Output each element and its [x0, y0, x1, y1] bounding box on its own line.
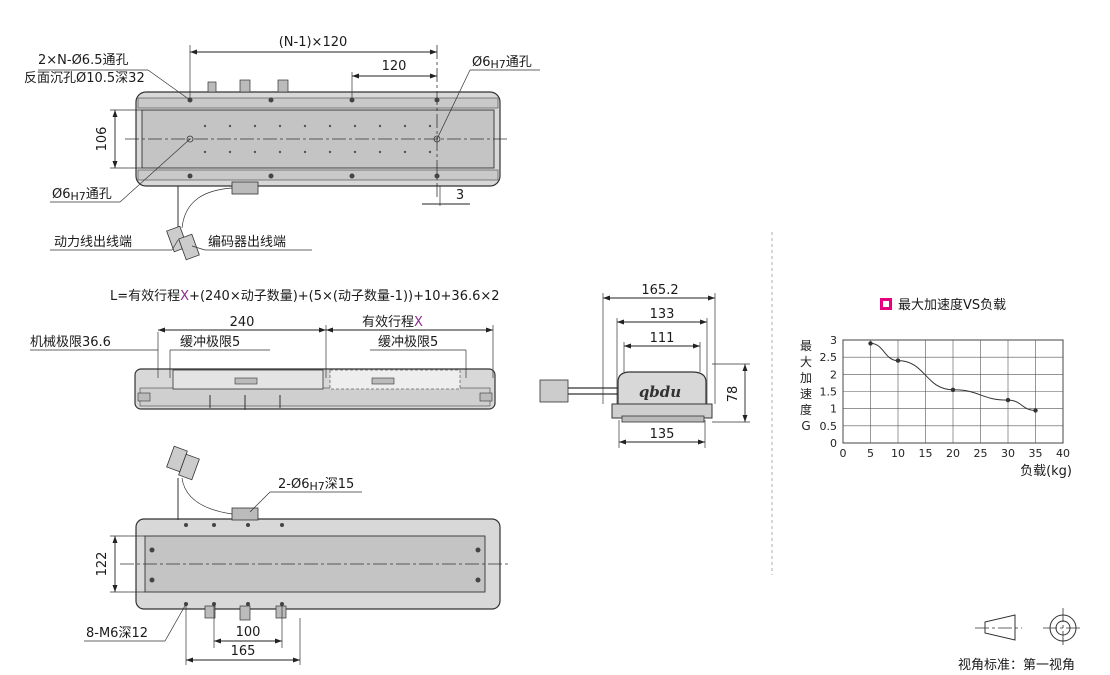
bottom-height-dimension: 122: [95, 552, 110, 577]
data-point: [868, 341, 873, 346]
pin-hole-callout-left: Ø6H7通孔: [52, 187, 112, 203]
hole-callout-line2: 反面沉孔Ø10.5深32: [24, 71, 145, 86]
ylabel-char: G: [801, 419, 810, 433]
top-cable-connectors: [166, 225, 200, 261]
x-tick-label: 30: [1001, 447, 1015, 460]
x-tick-label: 20: [946, 447, 960, 460]
end-width-total: 165.2: [641, 283, 678, 298]
pitch-dimension: (N-1)×120: [279, 35, 348, 50]
data-point: [1033, 408, 1038, 413]
y-tick-label: 0.5: [820, 420, 838, 433]
x-tick-label: 35: [1029, 447, 1043, 460]
data-point: [895, 358, 901, 363]
x-tick-label: 15: [919, 447, 933, 460]
stroke-label: 有效行程X: [362, 315, 423, 330]
projection-symbol: 视角标准：第一视角: [958, 608, 1083, 673]
x-tick-label: 40: [1056, 447, 1070, 460]
ylabel-char: 速: [800, 387, 812, 401]
top-view: 2×N-Ø6.5通孔 反面沉孔Ø10.5深32 (N-1)×120 120 Ø6…: [24, 35, 540, 261]
ylabel-char: 度: [800, 402, 812, 417]
buffer-right-label: 缓冲极限5: [378, 335, 438, 350]
x-tick-label: 5: [867, 447, 874, 460]
encoder-cable-label: 编码器出线端: [208, 235, 286, 250]
data-point: [950, 387, 956, 392]
power-cable-label: 动力线出线端: [54, 235, 132, 250]
chart-title: 最大加速度VS负载: [898, 297, 1006, 313]
hole-callout-line1: 2×N-Ø6.5通孔: [38, 53, 129, 68]
end-height: 78: [726, 386, 741, 403]
end-width-inner: 111: [650, 331, 675, 346]
mover-dimension: 240: [230, 315, 255, 330]
chart-xlabel: 负载(kg): [1020, 464, 1072, 479]
x-tick-label: 0: [840, 447, 847, 460]
bottom-view: 2-Ø6H7深15 122 8-M6深12 100 165: [84, 445, 510, 665]
ylabel-char: 最: [800, 339, 812, 353]
y-tick-label: 0: [830, 437, 837, 450]
thread-callout: 8-M6深12: [86, 626, 148, 641]
ylabel-char: 加: [800, 371, 812, 385]
buffer-left-label: 缓冲极限5: [180, 335, 240, 350]
length-formula: L=有效行程X+(240×动子数量)+(5×(动子数量-1))+10+36.6×…: [110, 289, 500, 304]
mech-limit-label: 机械极限36.6: [30, 335, 111, 350]
spacing-dimension: 120: [382, 59, 407, 74]
top-height-dimension: 106: [95, 127, 110, 152]
offset-dimension: 3: [456, 188, 464, 203]
end-view: qbdu 165.2 133 111 135 78: [539, 283, 750, 448]
y-tick-label: 2.5: [820, 351, 838, 364]
end-view-outline: [617, 371, 707, 409]
pin-hole-callout-right: Ø6H7通孔: [472, 55, 532, 71]
y-tick-label: 3: [830, 334, 837, 347]
ylabel-char: 大: [800, 355, 812, 369]
end-width-mid: 133: [650, 307, 675, 322]
x-tick-label: 10: [891, 447, 905, 460]
brand-logo: qbdu: [639, 383, 681, 401]
x-tick-label: 25: [974, 447, 988, 460]
projection-cone-icon: [984, 614, 1016, 641]
dim-165: 165: [231, 644, 256, 659]
end-base-width: 135: [650, 427, 675, 442]
bottom-pin-hole-callout: 2-Ø6H7深15: [278, 477, 354, 493]
y-tick-label: 2: [830, 368, 837, 381]
dim-100: 100: [236, 625, 261, 640]
chart-series: [868, 341, 1038, 413]
y-tick-label: 1: [830, 403, 837, 416]
y-tick-label: 1.5: [820, 386, 838, 399]
chart-ticks: 0 5 10 15 20 25 30 35 40 0 0.5 1 1.5 2 2.5 3: [820, 334, 1071, 460]
data-point: [1005, 397, 1011, 403]
side-view: L=有效行程X+(240×动子数量)+(5×(动子数量-1))+10+36.6×…: [30, 289, 500, 410]
projection-label: 视角标准：第一视角: [958, 658, 1075, 673]
